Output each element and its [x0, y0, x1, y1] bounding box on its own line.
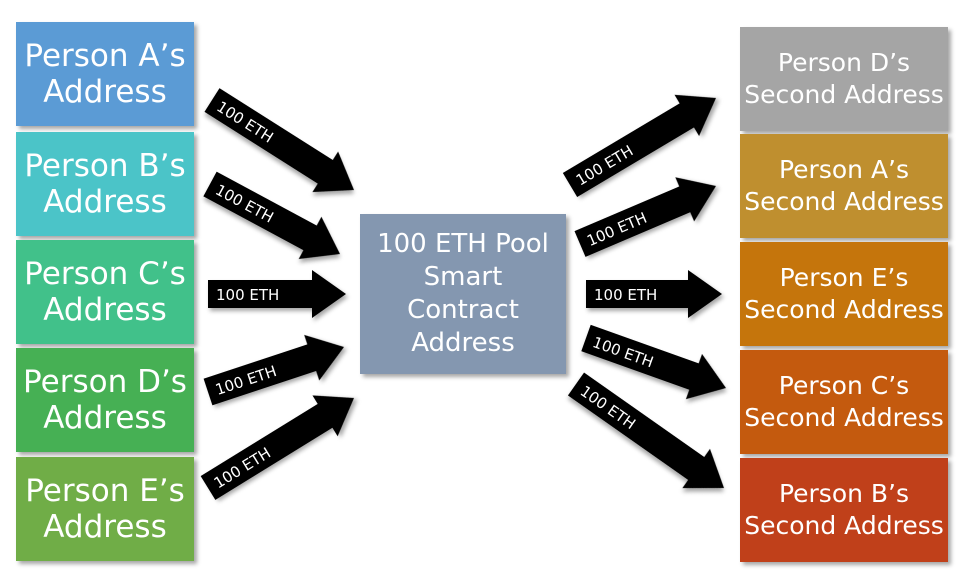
- destination-label-line2: Second Address: [744, 403, 944, 432]
- destination-label-line1: Person B’s: [778, 479, 910, 508]
- arrow-shape: [562, 94, 716, 198]
- source-label-line1: Person A’s: [24, 38, 186, 74]
- pool-label-line2: Smart: [423, 262, 503, 292]
- arrow-out-to-person-e: 100 ETH: [586, 270, 722, 318]
- source-box-person-e: Person E’s Address: [16, 457, 194, 561]
- pool-label-line1: 100 ETH Pool: [377, 229, 549, 259]
- destination-label-line1: Person A’s: [778, 155, 910, 184]
- source-label-line2: Address: [43, 74, 167, 110]
- destination-label-line1: Person D’s: [777, 48, 911, 77]
- source-label-line2: Address: [43, 292, 167, 328]
- destination-box-person-c: Person C’s Second Address: [740, 350, 948, 454]
- arrow-shape: [567, 372, 724, 489]
- destination-box-person-d: Person D’s Second Address: [740, 27, 948, 131]
- arrow-shape: [203, 171, 340, 260]
- source-label-line2: Address: [43, 509, 167, 545]
- arrow-in-from-person-c: 100 ETH: [208, 270, 346, 318]
- arrow-shape: [586, 270, 722, 318]
- pool-label-line3: Contract: [407, 295, 519, 325]
- arrow-label: 100 ETH: [594, 286, 657, 304]
- arrow-shape: [581, 324, 727, 400]
- pool-contract-box: 100 ETH Pool Smart Contract Address: [360, 214, 566, 374]
- destination-label-line2: Second Address: [744, 511, 944, 540]
- source-box-person-c: Person C’s Address: [16, 240, 194, 344]
- source-label-line1: Person C’s: [24, 256, 186, 292]
- arrow-label: 100 ETH: [216, 286, 279, 304]
- destination-box-person-e: Person E’s Second Address: [740, 242, 948, 346]
- source-box-person-d: Person D’s Address: [16, 348, 194, 452]
- destination-label-line2: Second Address: [744, 187, 944, 216]
- arrow-shape: [208, 270, 346, 318]
- source-label-line1: Person E’s: [25, 473, 185, 509]
- source-label-line1: Person D’s: [23, 364, 187, 400]
- pool-label-line4: Address: [411, 328, 515, 358]
- destination-label-line2: Second Address: [744, 80, 944, 109]
- source-box-person-b: Person B’s Address: [16, 132, 194, 236]
- destination-label-line1: Person E’s: [779, 263, 909, 292]
- destination-box-person-a: Person A’s Second Address: [740, 134, 948, 238]
- source-label-line2: Address: [43, 184, 167, 220]
- destination-box-person-b: Person B’s Second Address: [740, 458, 948, 562]
- arrow-shape: [574, 177, 716, 257]
- arrow-shape: [200, 395, 354, 500]
- source-label-line2: Address: [43, 400, 167, 436]
- arrow-shape: [203, 334, 344, 406]
- destination-label-line1: Person C’s: [778, 371, 910, 400]
- source-box-person-a: Person A’s Address: [16, 22, 194, 126]
- source-label-line1: Person B’s: [24, 148, 186, 184]
- destination-label-line2: Second Address: [744, 295, 944, 324]
- arrow-shape: [204, 88, 354, 193]
